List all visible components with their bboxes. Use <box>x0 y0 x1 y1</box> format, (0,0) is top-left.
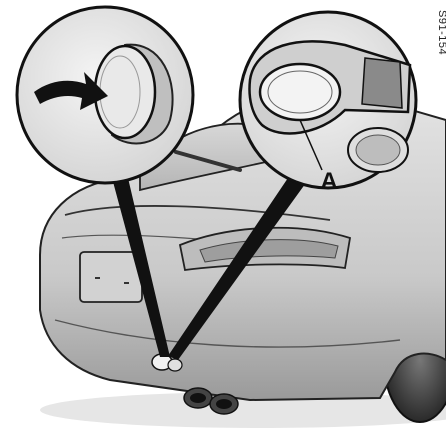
tow-hook-thread <box>362 58 402 108</box>
license-plate <box>80 252 142 302</box>
detail-circle-right <box>240 12 416 188</box>
figure-code: S91-154 <box>414 10 446 90</box>
callout-label-a: A <box>314 168 344 196</box>
detail-circle-left <box>17 7 193 183</box>
tow-hook-opening <box>260 64 340 120</box>
